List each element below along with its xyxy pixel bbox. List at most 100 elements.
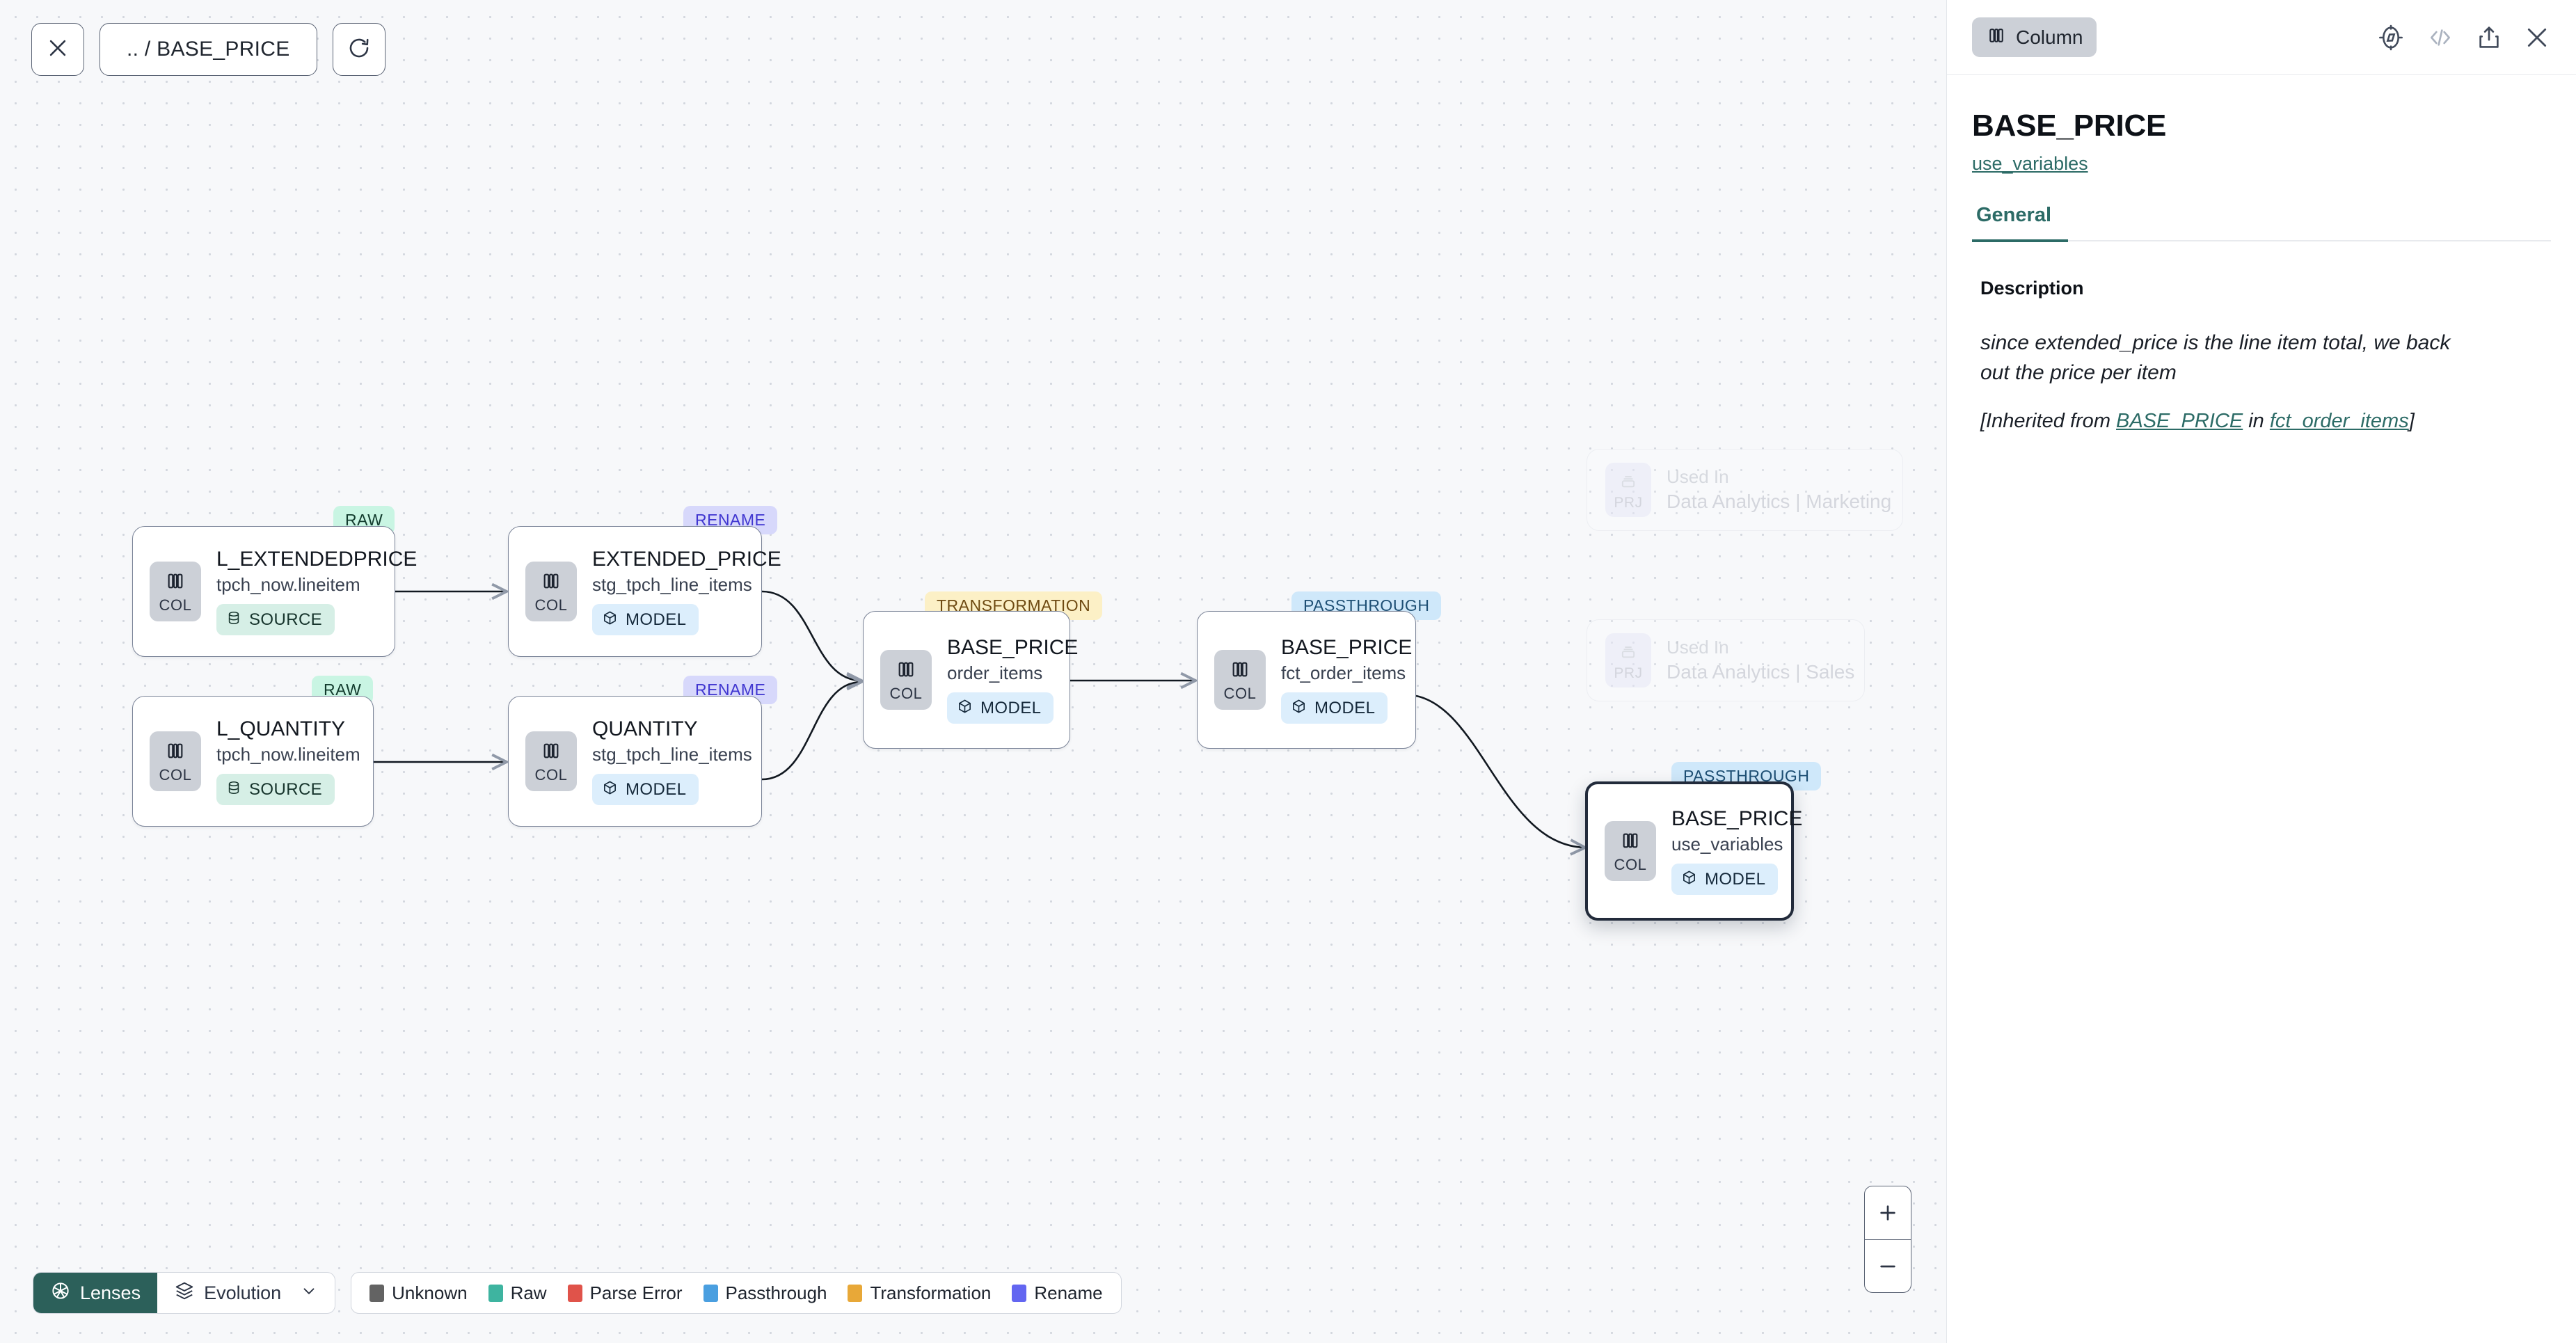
lineage-node-l-quantity[interactable]: COL L_QUANTITY tpch_now.lineitem [132,696,374,827]
database-icon [226,610,241,630]
evolution-dropdown[interactable]: Evolution [157,1273,335,1313]
close-icon[interactable] [2523,24,2551,51]
node-kind-badge: MODEL [1281,692,1388,724]
breadcrumb[interactable]: .. / BASE_PRICE [100,23,317,76]
compass-icon[interactable] [2377,24,2405,51]
node-title: L_EXTENDEDPRICE [216,547,418,571]
canvas-toolbar: .. / BASE_PRICE [31,23,385,76]
used-in-label: Used In [1667,466,1729,488]
column-icon [164,570,186,596]
used-in-value: Data Analytics | Sales [1667,660,1855,683]
close-graph-button[interactable] [31,23,84,76]
lineage-node-l-extendedprice[interactable]: COL L_EXTENDEDPRICE tpch_now.lineitem [132,526,417,657]
close-icon [46,36,70,63]
legend-item-unknown: Unknown [369,1282,468,1304]
column-chip: COL [1605,821,1656,881]
column-chip: COL [525,562,577,621]
lineage-node-base-price-order-items[interactable]: COL BASE_PRICE order_items MODEL [863,611,1078,749]
cube-icon [1681,869,1697,889]
column-chip-label: COL [159,596,192,614]
legend-item-transformation: Transformation [848,1282,991,1304]
column-chip-label: COL [889,685,923,702]
used-in-card[interactable]: PRJ Used In Data Analytics | Marketing [1587,449,1903,531]
entity-type-label: Column [2016,26,2083,48]
node-title: BASE_PRICE [1671,806,1803,830]
details-panel-header: Column [1947,0,2576,75]
lens-selector: Lenses Evolution [33,1272,336,1314]
lenses-label: Lenses [80,1282,141,1303]
zoom-controls [1864,1186,1911,1293]
cube-icon [957,698,973,718]
column-chip: COL [880,650,932,710]
node-title: QUANTITY [592,717,698,740]
panel-tabs: General [1972,204,2551,242]
chevron-down-icon [300,1282,318,1305]
column-chip-label: COL [159,766,192,784]
legend-label: Unknown [392,1282,468,1303]
lineage-node-quantity[interactable]: COL QUANTITY stg_tpch_line_items MODEL [508,696,762,827]
inherited-mid: in [2243,410,2270,433]
inherited-column-link[interactable]: BASE_PRICE [2116,410,2243,433]
used-in-value: Data Analytics | Marketing [1667,490,1892,512]
legend-label: Parse Error [589,1282,683,1303]
node-kind-badge: MODEL [947,692,1054,724]
share-icon[interactable] [2476,24,2502,51]
node-subtitle: use_variables [1671,834,1783,855]
node-kind-label: MODEL [1705,869,1766,889]
node-title: L_QUANTITY [216,717,346,740]
node-title: BASE_PRICE [1281,635,1413,659]
zoom-out-button[interactable] [1865,1239,1911,1292]
node-subtitle: stg_tpch_line_items [592,744,752,765]
parent-model-link[interactable]: use_variables [1972,153,2088,174]
description-text: since extended_price is the line item to… [1980,331,2451,384]
inherited-suffix: ] [2408,410,2415,433]
legend-label: Passthrough [725,1282,827,1303]
inherited-model-link[interactable]: fct_order_items [2269,410,2409,433]
column-chip-label: COL [534,596,568,614]
project-chip-label: PRJ [1614,494,1643,511]
cube-icon [1291,698,1307,718]
used-in-label: Used In [1667,637,1729,658]
column-chip: COL [1214,650,1266,710]
page-title: BASE_PRICE [1972,109,2167,143]
column-icon [164,740,186,765]
refresh-icon [347,36,371,63]
node-kind-label: MODEL [626,610,687,629]
lineage-node-base-price-use-variables[interactable]: COL BASE_PRICE use_variables MODEL [1585,781,1802,921]
zoom-in-button[interactable] [1865,1186,1911,1239]
tab-general[interactable]: General [1972,204,2068,242]
legend-label: Rename [1034,1282,1103,1303]
description-section: Description since extended_price is the … [1947,241,2576,436]
lineage-canvas[interactable]: .. / BASE_PRICE [0,0,1946,1343]
evolution-label: Evolution [204,1282,282,1303]
refresh-button[interactable] [332,23,385,76]
column-chip: COL [150,731,201,791]
legend-swatch [369,1284,385,1302]
aperture-icon [50,1280,71,1306]
code-icon[interactable] [2426,24,2455,51]
database-icon [226,779,241,800]
node-kind-label: SOURCE [249,610,323,629]
lenses-button[interactable]: Lenses [33,1273,158,1313]
details-panel: Column [1946,0,2576,1343]
project-icon [1618,641,1639,664]
cube-icon [602,779,618,800]
used-in-card[interactable]: PRJ Used In Data Analytics | Sales [1587,619,1865,701]
project-chip-label: PRJ [1614,665,1643,681]
project-chip: PRJ [1605,633,1651,688]
lineage-legend: Unknown Raw Parse Error Passthrough Tran… [351,1272,1122,1314]
lineage-node-extended-price[interactable]: COL EXTENDED_PRICE stg_tpch_line_items M… [508,526,781,657]
node-kind-badge: MODEL [592,604,699,636]
node-kind-label: SOURCE [249,779,323,799]
project-chip: PRJ [1605,463,1651,517]
lineage-node-base-price-fct-order-items[interactable]: COL BASE_PRICE fct_order_items MODEL [1197,611,1416,749]
node-kind-badge: SOURCE [216,604,335,636]
panel-header-actions [2377,24,2551,51]
node-kind-badge: SOURCE [216,774,335,806]
legend-swatch [488,1284,503,1302]
node-subtitle: tpch_now.lineitem [216,744,360,765]
column-icon [1986,25,2007,49]
column-icon [1229,658,1251,684]
legend-item-parse-error: Parse Error [567,1282,683,1304]
node-subtitle: tpch_now.lineitem [216,574,360,596]
